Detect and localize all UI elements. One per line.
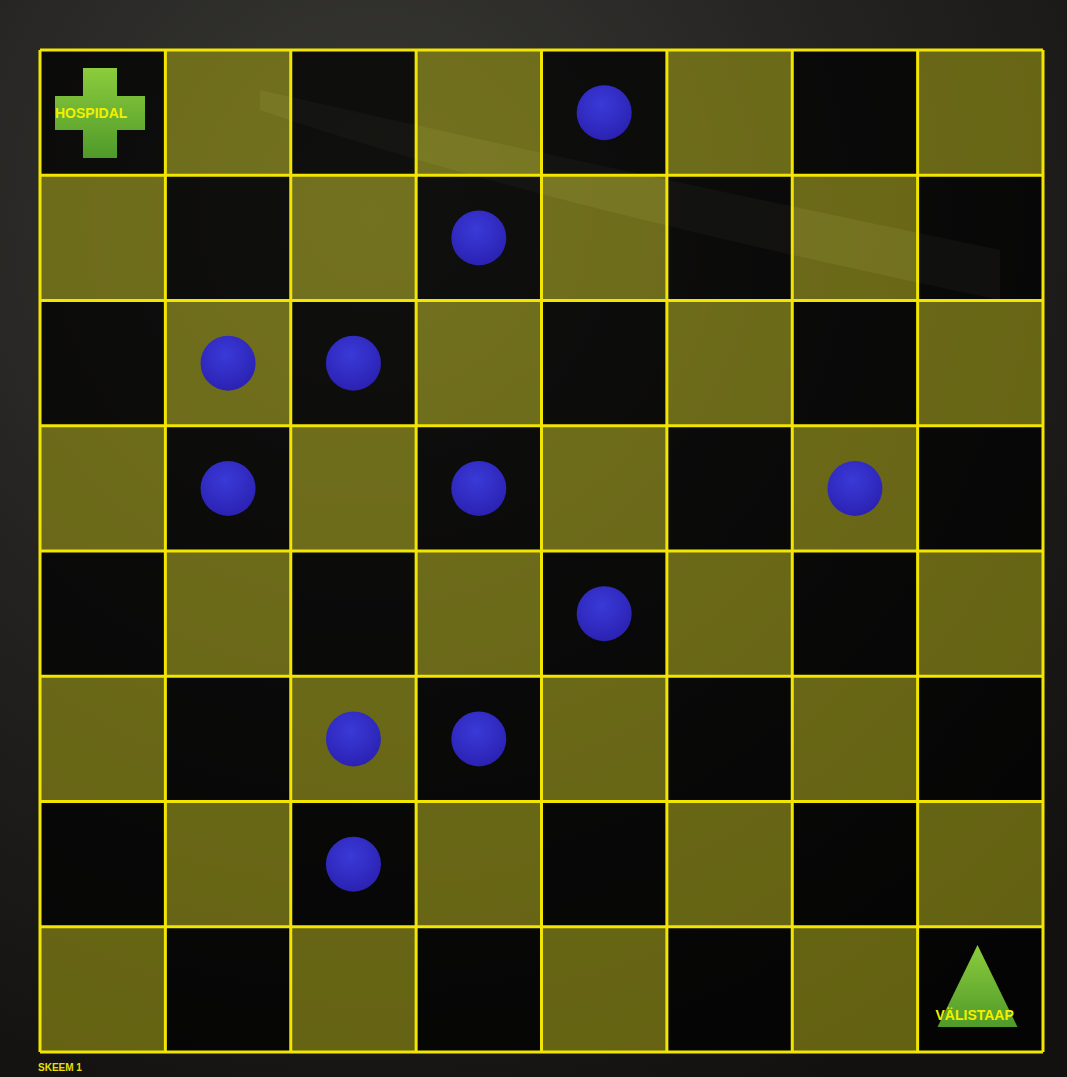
dark-cell (918, 927, 1043, 1052)
dark-cell (291, 301, 416, 426)
dark-cell (792, 50, 917, 175)
dark-cell (918, 175, 1043, 300)
dark-cell (667, 175, 792, 300)
blue-token (326, 711, 381, 766)
grid-line (916, 50, 919, 1052)
dark-cell (792, 802, 917, 927)
blue-token (451, 461, 506, 516)
blue-token (201, 461, 256, 516)
yellow-cell (416, 802, 541, 927)
blue-token (577, 85, 632, 140)
dark-cell (40, 301, 165, 426)
dark-cell (792, 551, 917, 676)
yellow-cell (918, 802, 1043, 927)
yellow-cell (667, 301, 792, 426)
grid-line (665, 50, 668, 1052)
yellow-cell (416, 301, 541, 426)
yellow-cell (165, 802, 290, 927)
yellow-cell (542, 927, 667, 1052)
yellow-cell (918, 551, 1043, 676)
grid-line (40, 550, 1043, 553)
yellow-cell (792, 927, 917, 1052)
dark-cell (542, 551, 667, 676)
yellow-cell (667, 802, 792, 927)
blue-token (451, 711, 506, 766)
dark-cell (40, 50, 165, 175)
yellow-cell (291, 927, 416, 1052)
yellow-cell (291, 426, 416, 551)
yellow-cell (291, 175, 416, 300)
dark-cell (792, 301, 917, 426)
dark-cell (416, 927, 541, 1052)
blue-token (577, 586, 632, 641)
yellow-cell (40, 676, 165, 801)
yellow-cell (918, 301, 1043, 426)
yellow-cell (416, 551, 541, 676)
dark-cell (542, 802, 667, 927)
dark-cell (165, 175, 290, 300)
dark-cell (542, 301, 667, 426)
dark-cell (416, 426, 541, 551)
grid-line (1042, 50, 1045, 1052)
grid-line (791, 50, 794, 1052)
dark-cell (667, 426, 792, 551)
dark-cell (291, 551, 416, 676)
yellow-cell (792, 676, 917, 801)
hospital-cross: HOSPIDAL (55, 68, 145, 158)
yellow-cell (667, 50, 792, 175)
blue-token (451, 210, 506, 265)
yellow-cell (792, 175, 917, 300)
yellow-cell (918, 50, 1043, 175)
node-label: HOSPIDAL (55, 105, 127, 121)
yellow-cell (792, 426, 917, 551)
yellow-cell (667, 551, 792, 676)
grid-line (40, 675, 1043, 678)
dark-cell (918, 426, 1043, 551)
dark-cell (918, 676, 1043, 801)
yellow-cell (165, 551, 290, 676)
yellow-cell (291, 676, 416, 801)
dark-cell (165, 676, 290, 801)
cross-outline (55, 68, 145, 158)
blue-token (326, 336, 381, 391)
yellow-cell (416, 50, 541, 175)
yellow-cell (542, 676, 667, 801)
yellow-cell (165, 301, 290, 426)
grid-line (40, 925, 1043, 928)
yellow-cell (40, 175, 165, 300)
dark-cell (416, 175, 541, 300)
dark-cell (165, 426, 290, 551)
dark-cell (416, 676, 541, 801)
grid-line (40, 800, 1043, 803)
dark-cell (667, 927, 792, 1052)
blue-token (827, 461, 882, 516)
yellow-cell (165, 50, 290, 175)
yellow-cell (542, 426, 667, 551)
grid-line (40, 1051, 1043, 1054)
yellow-cell (40, 927, 165, 1052)
dark-cell (542, 50, 667, 175)
dark-cell (40, 551, 165, 676)
waypoint-triangle: VÄLISTAAP (936, 945, 1019, 1027)
yellow-cell (542, 175, 667, 300)
dark-cell (40, 802, 165, 927)
scheme-caption: SKEEM 1 (38, 1062, 82, 1073)
dark-cell (291, 50, 416, 175)
yellow-cell (40, 426, 165, 551)
dark-cell (667, 676, 792, 801)
node-label: VÄLISTAAP (936, 1007, 1014, 1023)
dark-cell (165, 927, 290, 1052)
dark-cell (291, 802, 416, 927)
blue-token (201, 336, 256, 391)
blue-token (326, 837, 381, 892)
